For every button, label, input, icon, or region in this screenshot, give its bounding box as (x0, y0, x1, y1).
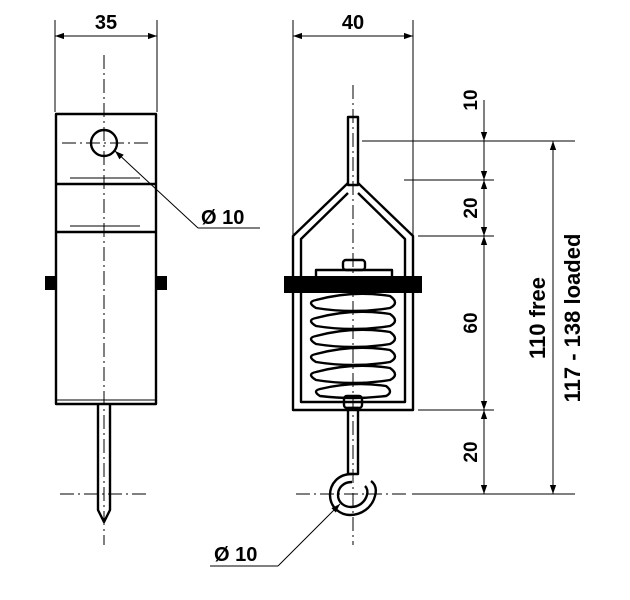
spring-coil-3 (309, 328, 397, 349)
left-view: 35 Ø 10 (45, 12, 260, 545)
right-frame-inner (299, 192, 407, 404)
dim-20-a-label: 20 (461, 197, 482, 218)
spring-coil-4 (309, 346, 397, 367)
left-clip-l (45, 276, 57, 290)
left-pin (96, 404, 112, 524)
right-frame-outer (291, 182, 415, 412)
dim-overall-loaded-label: 117 - 138 loaded (560, 234, 585, 403)
spring-coil-1 (309, 292, 397, 313)
dim-10-label: 10 (461, 89, 482, 110)
spring-coil-5 (309, 364, 397, 385)
dim-60-label: 60 (461, 312, 482, 333)
right-spring (309, 292, 397, 400)
left-width-label: 35 (95, 12, 117, 34)
left-clip-r (155, 276, 167, 290)
dim-overall-free-label: 110 free (525, 277, 550, 359)
left-body (54, 112, 158, 406)
right-hook-eye-inner (336, 480, 369, 509)
right-spring-cap (341, 258, 367, 272)
right-view: 40 Ø 10 (210, 12, 422, 567)
right-hook-eye (328, 472, 377, 517)
right-hook-leader (277, 503, 341, 567)
vertical-dimensions: 10 20 60 20 110 free 117 - 138 loaded (362, 89, 585, 495)
right-hook-label: Ø 10 (214, 544, 257, 566)
spring-coil-6 (314, 382, 392, 400)
left-hole-leader (114, 150, 199, 229)
left-hole-label: Ø 10 (201, 207, 244, 229)
spring-coil-2 (309, 310, 397, 331)
right-clamp-band (284, 276, 422, 293)
dim-20-b-label: 20 (461, 441, 482, 462)
right-top-rod (346, 115, 360, 187)
right-width-label: 40 (342, 12, 364, 34)
right-bottom-rod (346, 406, 360, 476)
right-spring-plate (314, 268, 394, 276)
